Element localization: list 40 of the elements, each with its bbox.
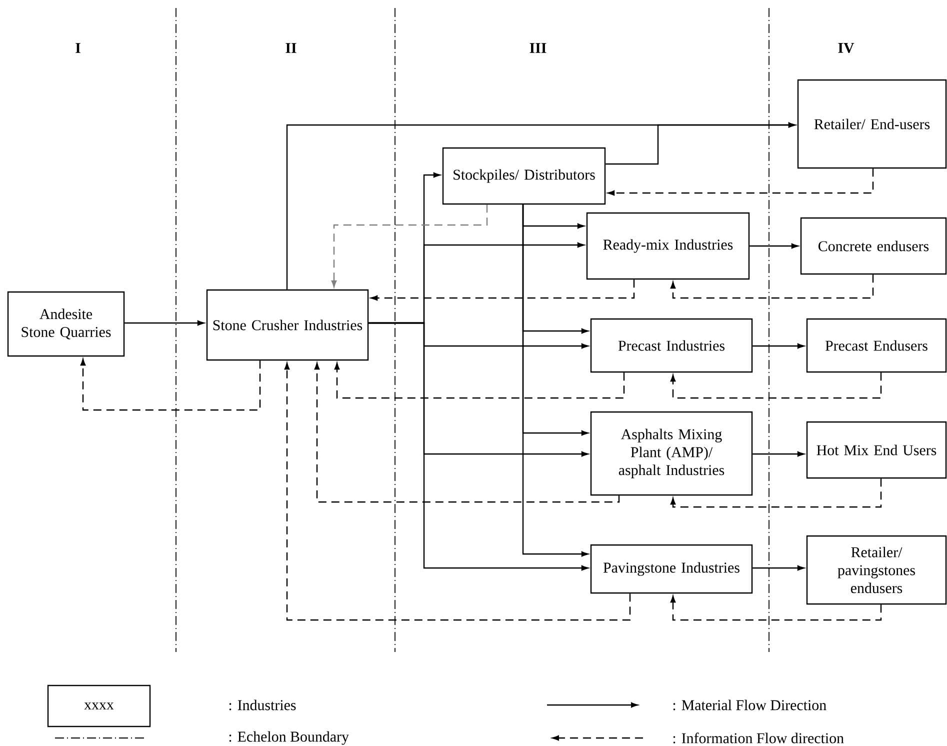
information-flow-arrow (670, 372, 882, 399)
information-flow-arrow (370, 280, 635, 301)
echelon-number: I (76, 43, 80, 53)
industry-box: Asphalts Mixing Plant (AMP)/ asphalt Industries (590, 411, 753, 496)
industry-box: Stockpiles/ Distributors (442, 147, 606, 205)
material-flow-arrow (752, 451, 804, 457)
legend-text: : Industries (229, 700, 296, 710)
echelon-number: II (286, 43, 296, 53)
material-flow-arrow (124, 320, 204, 326)
legend-text: : Echelon Boundary (229, 731, 349, 745)
material-flow-arrow (606, 122, 796, 165)
industry-box: Precast Industries (590, 318, 753, 373)
industry-box: Hot Mix End Users (806, 421, 947, 479)
industry-box: Ready-mix Industries (586, 212, 750, 280)
information-flow-arrow (314, 362, 620, 503)
information-flow-arrow (670, 274, 874, 299)
information-flow-arrow (670, 478, 882, 508)
material-flow-arrow (368, 322, 588, 571)
echelon-number: III (530, 43, 546, 53)
material-flow-arrow (522, 204, 588, 557)
industry-box: Concrete endusers (800, 217, 947, 275)
industry-box: Retailer/ End-users (797, 79, 947, 169)
industry-box: Retailer/ pavingstones endusers (806, 535, 947, 605)
industry-box: Andesite Stone Quarries (7, 291, 125, 357)
legend-text: : Information Flow direction (673, 732, 844, 744)
material-flow-arrow (750, 243, 798, 249)
information-flow-arrow (80, 358, 261, 411)
echelon-number: IV (838, 43, 854, 53)
legend-sample-box: xxxx (47, 684, 151, 728)
industry-box: Stone Crusher Industries (206, 289, 369, 361)
information-flow-arrow (608, 168, 874, 196)
material-flow-arrow (752, 565, 804, 571)
information-flow-arrow (284, 362, 631, 621)
legend-text: : Material Flow Direction (673, 700, 826, 710)
material-flow-arrow (752, 343, 804, 349)
industry-box: Precast Endusers (806, 318, 947, 373)
information-flow-arrow (670, 596, 882, 621)
information-flow-arrow (334, 362, 625, 399)
industry-box: Pavingstone Industries (590, 544, 753, 594)
information-flow-arrow (331, 204, 488, 288)
